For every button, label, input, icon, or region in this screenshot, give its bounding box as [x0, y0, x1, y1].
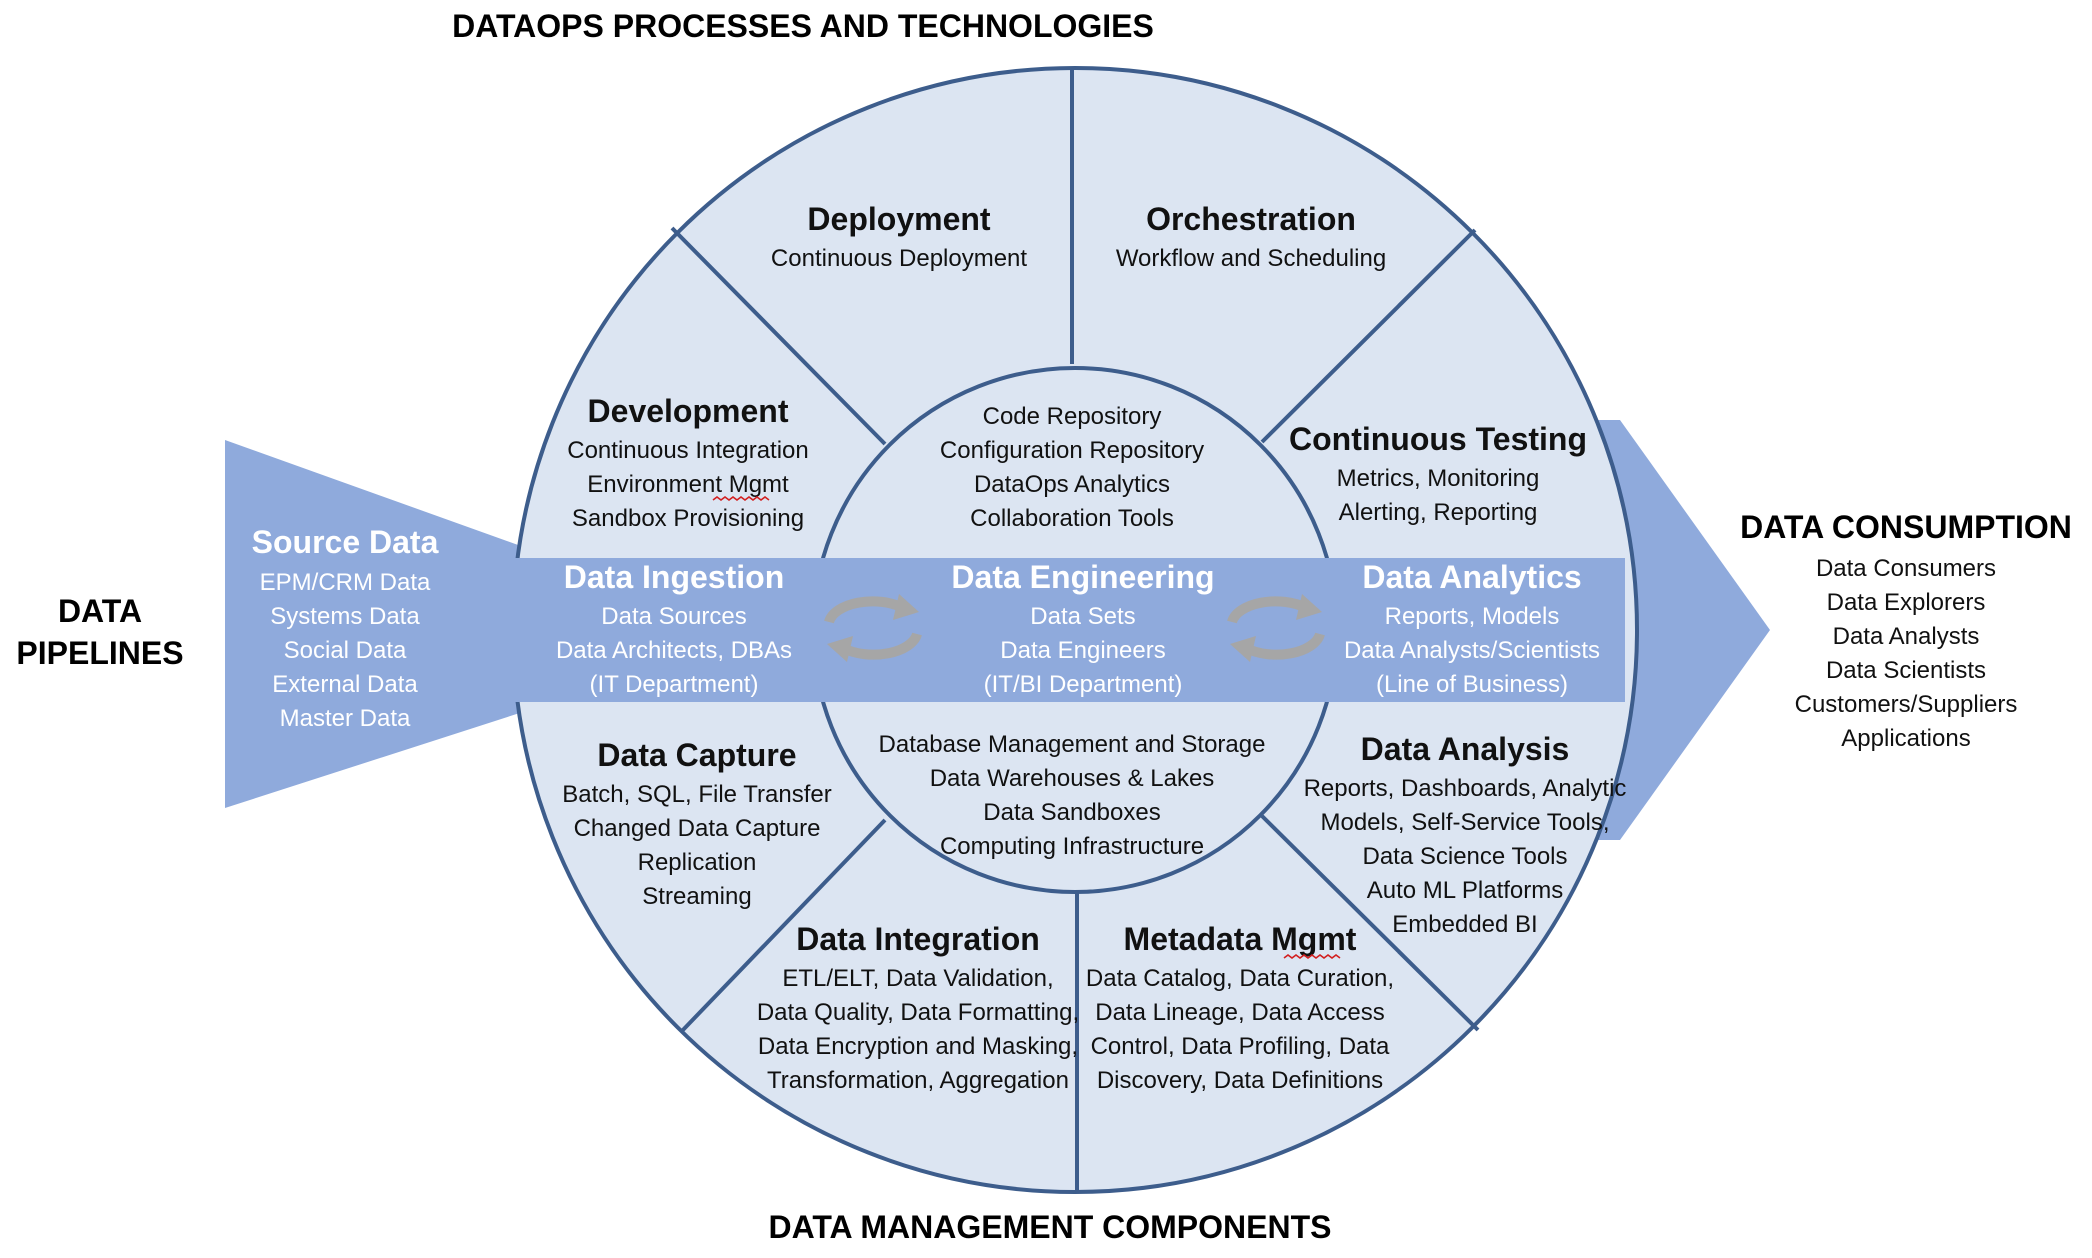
segment-item: Embedded BI	[1392, 911, 1537, 938]
analytics-item: Data Analysts/Scientists	[1344, 637, 1600, 664]
segment-testing: Continuous Testing Metrics, Monitoring A…	[1289, 421, 1587, 526]
ingestion-item: Data Sources	[601, 603, 746, 630]
segment-orchestration: Orchestration Workflow and Scheduling	[1116, 201, 1386, 272]
ingestion-item: (IT Department)	[590, 671, 759, 698]
center-top-item: Code Repository	[983, 403, 1162, 430]
source-item: Systems Data	[270, 603, 420, 630]
source-item: EPM/CRM Data	[260, 569, 431, 596]
segment-item: Metrics, Monitoring	[1337, 465, 1540, 492]
source-list: EPM/CRM Data Systems Data Social Data Ex…	[260, 569, 431, 732]
center-top-list: Code Repository Configuration Repository…	[940, 403, 1204, 532]
segment-metadata: Metadata Mgmt Data Catalog, Data Curatio…	[1086, 921, 1394, 1094]
consumption-item: Applications	[1841, 725, 1970, 752]
source-item: Master Data	[280, 705, 411, 732]
segment-item: Reports, Dashboards, Analytic	[1304, 775, 1627, 802]
analytics-item: (Line of Business)	[1376, 671, 1568, 698]
segment-dividers	[670, 70, 1480, 1192]
ingestion-title: Data Ingestion	[564, 559, 784, 595]
segment-capture: Data Capture Batch, SQL, File Transfer C…	[562, 737, 831, 910]
top-header: DATAOPS PROCESSES AND TECHNOLOGIES	[452, 8, 1154, 44]
analytics-title: Data Analytics	[1362, 559, 1581, 595]
segment-title: Development	[588, 393, 789, 429]
cycle-arrows-icon	[824, 594, 922, 662]
engineering-item: (IT/BI Department)	[984, 671, 1183, 698]
segment-item: Workflow and Scheduling	[1116, 245, 1386, 272]
segment-item: Data Catalog, Data Curation,	[1086, 965, 1394, 992]
center-top-item: DataOps Analytics	[974, 471, 1170, 498]
segment-item: Environment Mgmt	[587, 471, 789, 498]
segment-development: Development Continuous Integration Envir…	[567, 393, 809, 532]
segment-item: Discovery, Data Definitions	[1097, 1067, 1383, 1094]
left-header-line1: DATA	[58, 593, 142, 629]
segment-title: Data Integration	[796, 921, 1040, 957]
center-bottom-item: Computing Infrastructure	[940, 833, 1204, 860]
segment-item: Alerting, Reporting	[1339, 499, 1538, 526]
segment-title: Metadata Mgmt	[1124, 921, 1357, 957]
spellcheck-underline	[1283, 954, 1341, 959]
segment-integration: Data Integration ETL/ELT, Data Validatio…	[757, 921, 1079, 1094]
segment-title: Deployment	[807, 201, 990, 237]
segment-item: Data Encryption and Masking,	[758, 1033, 1078, 1060]
segment-item: Continuous Integration	[567, 437, 809, 464]
center-bottom-list: Database Management and Storage Data War…	[879, 731, 1266, 860]
engineering-item: Data Engineers	[1000, 637, 1165, 664]
spellcheck-underline	[712, 496, 770, 501]
inner-band	[810, 558, 1340, 702]
segment-item: Sandbox Provisioning	[572, 505, 804, 532]
source-title: Source Data	[252, 524, 439, 560]
segment-item: Control, Data Profiling, Data	[1091, 1033, 1390, 1060]
center-bottom-item: Data Sandboxes	[983, 799, 1160, 826]
segment-analysis: Data Analysis Reports, Dashboards, Analy…	[1304, 731, 1627, 938]
center-top-item: Collaboration Tools	[970, 505, 1174, 532]
source-item: External Data	[272, 671, 418, 698]
segment-title: Continuous Testing	[1289, 421, 1587, 457]
segment-item: Auto ML Platforms	[1367, 877, 1564, 904]
consumption-title: DATA CONSUMPTION	[1740, 509, 2072, 545]
segment-item: Streaming	[642, 883, 751, 910]
segment-item: ETL/ELT, Data Validation,	[782, 965, 1053, 992]
consumption-item: Data Explorers	[1827, 589, 1986, 616]
segment-item: Data Science Tools	[1362, 843, 1567, 870]
engineering-item: Data Sets	[1030, 603, 1135, 630]
consumption-list: Data Consumers Data Explorers Data Analy…	[1795, 555, 2018, 752]
bottom-header: DATA MANAGEMENT COMPONENTS	[769, 1209, 1332, 1245]
segment-item: Continuous Deployment	[771, 245, 1027, 272]
segment-item: Data Quality, Data Formatting,	[757, 999, 1079, 1026]
engineering-title: Data Engineering	[951, 559, 1214, 595]
analytics-item: Reports, Models	[1385, 603, 1560, 630]
segment-item: Transformation, Aggregation	[767, 1067, 1069, 1094]
consumption-item: Data Consumers	[1816, 555, 1996, 582]
segment-item: Replication	[638, 849, 757, 876]
center-bottom-item: Data Warehouses & Lakes	[930, 765, 1215, 792]
segment-item: Data Lineage, Data Access	[1095, 999, 1385, 1026]
consumption-item: Data Scientists	[1826, 657, 1986, 684]
segment-title: Data Capture	[597, 737, 796, 773]
center-bottom-item: Database Management and Storage	[879, 731, 1266, 758]
cycle-arrows-icon	[1227, 594, 1325, 662]
segment-title: Data Analysis	[1361, 731, 1570, 767]
consumption-item: Customers/Suppliers	[1795, 691, 2018, 718]
segment-item: Models, Self-Service Tools,	[1320, 809, 1609, 836]
ingestion-item: Data Architects, DBAs	[556, 637, 792, 664]
left-header-line2: PIPELINES	[16, 635, 183, 671]
segment-item: Changed Data Capture	[574, 815, 821, 842]
consumption-item: Data Analysts	[1833, 623, 1980, 650]
segment-deployment: Deployment Continuous Deployment	[771, 201, 1027, 272]
segment-title: Orchestration	[1146, 201, 1356, 237]
source-item: Social Data	[284, 637, 407, 664]
segment-item: Batch, SQL, File Transfer	[562, 781, 831, 808]
center-top-item: Configuration Repository	[940, 437, 1204, 464]
